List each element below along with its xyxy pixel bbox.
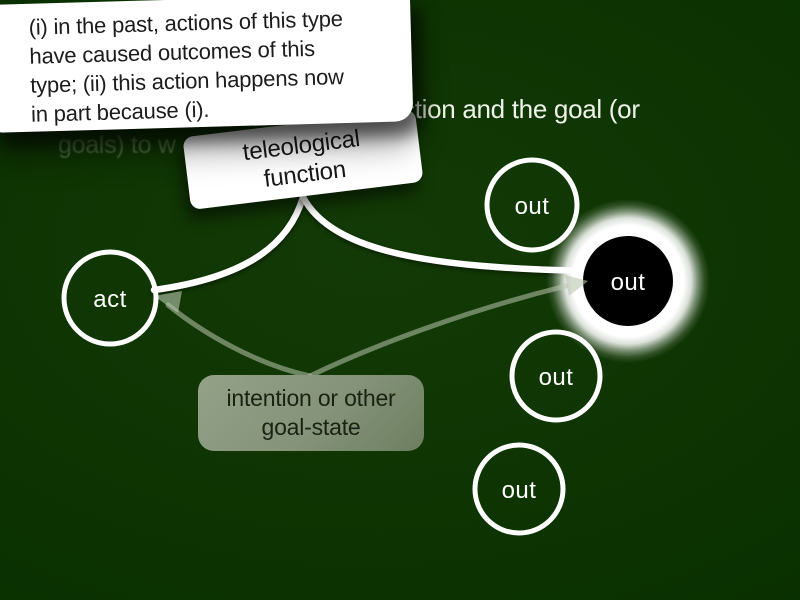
node-act	[61, 249, 159, 347]
intention-label-line2: goal-state	[261, 414, 361, 440]
node-out-black	[583, 236, 673, 326]
arrowhead-to-act	[154, 291, 182, 313]
out-black-label: out	[611, 269, 646, 296]
intention-links	[154, 275, 588, 379]
outline-nodes	[61, 157, 603, 536]
arrow-intention-to-out	[307, 283, 569, 379]
link-teleological-to-out	[299, 193, 594, 275]
node-out-mid	[509, 329, 603, 423]
node-out-top	[484, 157, 580, 253]
intention-goal-state-box: intention or other goal-state	[198, 375, 424, 451]
arrowhead-to-out	[565, 275, 588, 296]
slide-text-fragment-obscured: goals) to w	[58, 131, 176, 159]
node-out-bottom	[472, 442, 566, 536]
teleological-function-links	[150, 193, 594, 294]
definition-note-box: (i) in the past, actions of this type ha…	[0, 0, 414, 133]
intention-label-line1: intention or other	[226, 385, 396, 411]
out-mid-label: out	[539, 364, 574, 391]
slide-text-fragment: ction and the goal (or	[402, 94, 640, 124]
arrow-intention-to-act	[165, 302, 313, 379]
link-teleological-to-act	[150, 193, 307, 294]
out-bottom-label: out	[502, 477, 537, 504]
out-top-label: out	[515, 193, 550, 220]
act-label: act	[93, 286, 127, 313]
node-labels: act out out out out	[93, 193, 645, 504]
